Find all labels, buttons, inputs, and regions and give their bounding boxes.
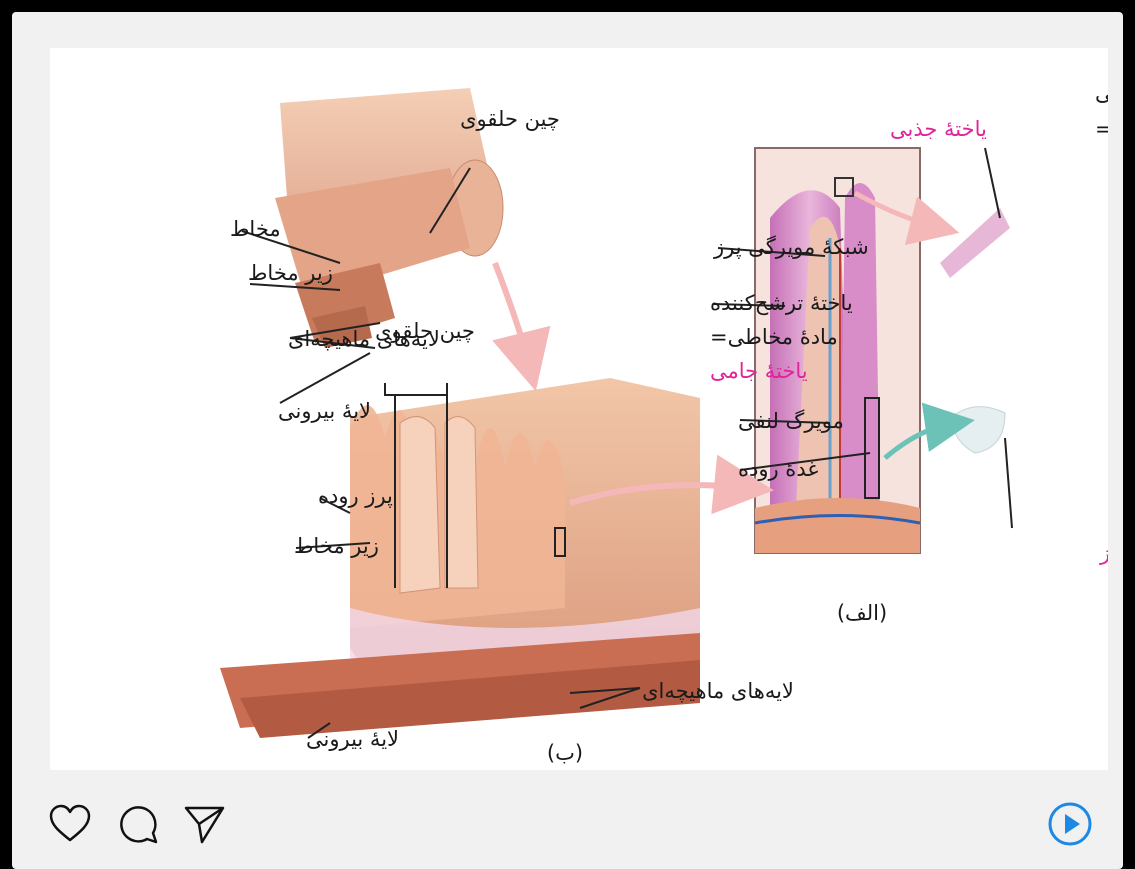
post-image[interactable]: چین حلقوی مخاط زیر مخاط لایه‌های ماهیچه‌… [50, 48, 1108, 770]
label-muscle-layers-bottom: لایه‌های ماهیچه‌ای [642, 679, 794, 703]
like-button[interactable] [46, 800, 94, 848]
label-goblet-cell: یاختهٔ جامی [710, 359, 808, 383]
send-icon [180, 800, 228, 848]
play-button[interactable] [1046, 800, 1094, 848]
villus-section-illustration [755, 148, 920, 553]
label-mucus-secreting-cell: یاختهٔ ترشح‌کننده [710, 291, 853, 315]
label-submucosa-top: زیر مخاط [248, 261, 333, 285]
play-icon [1046, 800, 1094, 848]
label-outer-layer-top: لایهٔ بیرونی [278, 399, 371, 423]
label-villus-capillary-network: شبکهٔ مویرگی پرز [713, 235, 869, 259]
label-circular-fold-mid: چین حلقوی [375, 319, 475, 343]
share-button[interactable] [180, 800, 228, 848]
comment-button[interactable] [114, 800, 162, 848]
label-epithelial-cell-line2: دارای ریزپرز = [1095, 117, 1108, 141]
label-endocrine-cell: یاختهٔ درون‌ریز [1099, 541, 1108, 565]
intestine-diagram: چین حلقوی مخاط زیر مخاط لایه‌های ماهیچه‌… [50, 48, 1108, 770]
label-villi: پرز روده [318, 484, 393, 508]
comment-icon [114, 800, 162, 848]
post-card: چین حلقوی مخاط زیر مخاط لایه‌های ماهیچه‌… [12, 12, 1123, 869]
label-panel-b: (ب) [547, 741, 583, 765]
label-absorptive-cell: یاختهٔ جذبی [890, 117, 987, 141]
label-mucus-secreting-cell-line2: مادهٔ مخاطی= [710, 325, 838, 349]
label-epithelial-cell: یاختهٔ پوششی [1095, 81, 1108, 105]
heart-icon [46, 800, 94, 848]
label-intestinal-gland: غدهٔ روده [738, 457, 818, 481]
label-mucosa: مخاط [230, 217, 281, 241]
label-submucosa-bottom: زیر مخاط [294, 534, 379, 558]
endocrine-cell-detail [950, 407, 1005, 453]
label-lacteal: مویرگ لنفی [738, 409, 844, 433]
label-outer-layer-bottom: لایهٔ بیرونی [306, 727, 399, 751]
label-circular-fold-top: چین حلقوی [460, 107, 560, 131]
label-panel-a: (الف) [837, 601, 887, 625]
post-actions-bar [12, 792, 1123, 862]
circular-fold-block-illustration [220, 378, 700, 738]
absorptive-cell-detail [940, 208, 1010, 278]
